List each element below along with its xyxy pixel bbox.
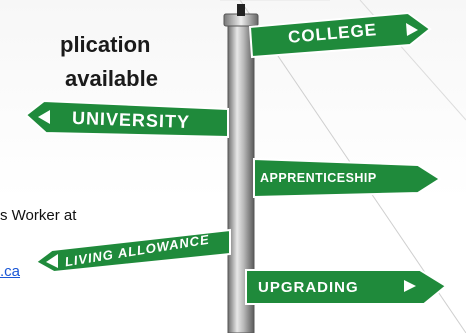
university-sign-shape: [24, 99, 229, 139]
upgrading-sign-shape: [245, 269, 448, 305]
college-sign[interactable]: COLLEGE: [248, 9, 432, 59]
college-sign-label: COLLEGE: [287, 20, 378, 47]
contact-link[interactable]: .ca: [0, 263, 21, 280]
college-sign-shape: [248, 11, 432, 59]
living-allowance-sign-shape: [34, 228, 231, 272]
university-sign[interactable]: UNIVERSITY: [24, 97, 232, 143]
upgrading-sign[interactable]: UPGRADING: [244, 266, 448, 308]
headline-line-1: plication: [60, 32, 151, 57]
apprenticeship-sign-label: APPRENTICESHIP: [260, 171, 377, 185]
living-allowance-sign[interactable]: LIVING ALLOWANCE: [34, 228, 234, 272]
apprenticeship-sign[interactable]: APPRENTICESHIP: [252, 157, 442, 199]
headline-line-2: available: [65, 66, 158, 91]
upgrading-sign-label: UPGRADING: [258, 278, 359, 296]
contact-text: s Worker at: [0, 207, 77, 224]
apprenticeship-sign-shape: [253, 157, 442, 199]
university-sign-label: UNIVERSITY: [71, 107, 191, 132]
